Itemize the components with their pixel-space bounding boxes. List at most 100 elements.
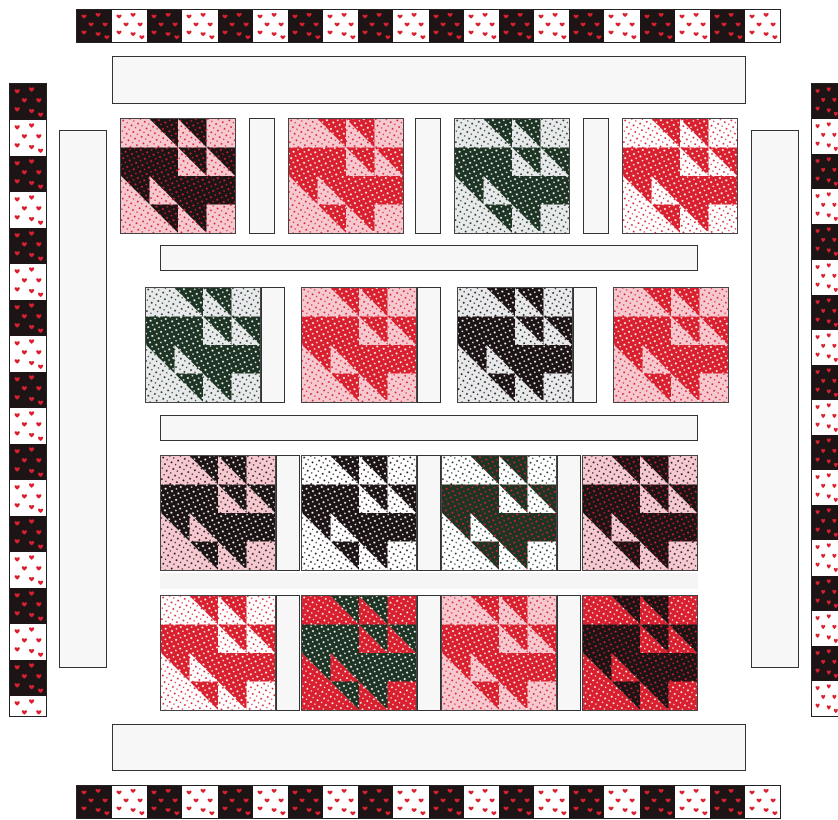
black-heart-square xyxy=(710,10,745,42)
quilt-block xyxy=(441,595,557,711)
white-heart-square xyxy=(604,10,639,42)
white-heart-square xyxy=(812,400,838,435)
sashing-top-strip xyxy=(112,56,746,104)
white-heart-square xyxy=(10,408,46,444)
block-pattern xyxy=(302,596,416,710)
black-heart-square xyxy=(812,84,838,119)
sashing-bar xyxy=(261,287,285,403)
block-pattern xyxy=(614,288,728,402)
white-heart-square xyxy=(10,192,46,228)
quilt-block xyxy=(457,287,573,403)
white-heart-square xyxy=(323,786,358,818)
black-heart-square xyxy=(640,786,675,818)
white-heart-square xyxy=(393,786,428,818)
black-heart-square xyxy=(10,372,46,408)
black-heart-square xyxy=(812,365,838,400)
sashing-bar xyxy=(417,455,441,571)
white-heart-square xyxy=(464,10,499,42)
block-pattern xyxy=(289,119,403,233)
white-heart-square xyxy=(534,10,569,42)
black-heart-square xyxy=(812,154,838,189)
quilt-block xyxy=(288,118,404,234)
quilt-block xyxy=(160,595,276,711)
black-heart-square xyxy=(10,588,46,624)
black-heart-square xyxy=(10,660,46,696)
black-heart-square xyxy=(499,786,534,818)
sashing-bar xyxy=(276,595,300,711)
sashing-bar xyxy=(415,118,441,234)
black-heart-square xyxy=(288,10,323,42)
block-pattern xyxy=(146,288,260,402)
white-heart-square xyxy=(812,189,838,224)
sashing-bottom-strip xyxy=(112,724,746,771)
block-pattern xyxy=(458,288,572,402)
white-heart-square xyxy=(393,10,428,42)
white-heart-square xyxy=(534,786,569,818)
white-heart-square xyxy=(812,260,838,295)
block-pattern xyxy=(583,456,697,570)
sashing-row-strip-1 xyxy=(160,245,698,271)
black-heart-square xyxy=(429,786,464,818)
black-heart-square xyxy=(10,300,46,336)
black-heart-square xyxy=(218,10,253,42)
quilt-block xyxy=(160,455,276,571)
white-heart-square xyxy=(323,10,358,42)
sashing-bar xyxy=(417,595,441,711)
black-heart-square xyxy=(77,786,112,818)
block-pattern xyxy=(623,119,737,233)
white-heart-square xyxy=(745,10,780,42)
black-heart-square xyxy=(288,786,323,818)
white-heart-square xyxy=(182,10,217,42)
white-heart-square xyxy=(10,552,46,588)
black-heart-square xyxy=(10,84,46,120)
quilt-block xyxy=(582,595,698,711)
block-pattern xyxy=(302,456,416,570)
white-heart-square xyxy=(464,786,499,818)
black-heart-square xyxy=(147,786,182,818)
quilt-block xyxy=(301,287,417,403)
sashing-row-strip-2 xyxy=(160,415,698,441)
block-pattern xyxy=(121,119,235,233)
quilt-block xyxy=(454,118,570,234)
black-heart-square xyxy=(640,10,675,42)
black-heart-square xyxy=(569,786,604,818)
white-heart-square xyxy=(812,470,838,505)
black-heart-square xyxy=(10,444,46,480)
black-heart-square xyxy=(77,10,112,42)
black-heart-square xyxy=(812,435,838,470)
white-heart-square xyxy=(812,119,838,154)
white-heart-square xyxy=(10,624,46,660)
black-heart-square xyxy=(10,228,46,264)
block-pattern xyxy=(442,456,556,570)
white-heart-square xyxy=(812,330,838,365)
black-heart-square xyxy=(812,576,838,611)
sashing-bar xyxy=(573,287,597,403)
quilt-block xyxy=(613,287,729,403)
sashing-bar xyxy=(557,595,581,711)
black-heart-square xyxy=(10,156,46,192)
white-heart-square xyxy=(812,540,838,575)
sashing-bar xyxy=(417,287,441,403)
black-heart-square xyxy=(812,224,838,259)
white-heart-square xyxy=(812,681,838,716)
top-checkered-border xyxy=(76,9,781,43)
sashing-bar xyxy=(249,118,275,234)
block-pattern xyxy=(583,596,697,710)
black-heart-square xyxy=(812,505,838,540)
white-heart-square xyxy=(10,336,46,372)
black-heart-square xyxy=(429,10,464,42)
black-heart-square xyxy=(569,10,604,42)
sashing-bar xyxy=(276,455,300,571)
white-heart-square xyxy=(253,786,288,818)
sashing-bar xyxy=(557,455,581,571)
bottom-checkered-border xyxy=(76,785,781,819)
black-heart-square xyxy=(218,786,253,818)
white-heart-square xyxy=(675,10,710,42)
sashing-left-panel xyxy=(59,130,107,668)
quilt-block xyxy=(301,595,417,711)
black-heart-square xyxy=(358,10,393,42)
white-heart-square xyxy=(10,120,46,156)
white-heart-square xyxy=(604,786,639,818)
quilt-block xyxy=(120,118,236,234)
white-heart-square xyxy=(812,611,838,646)
